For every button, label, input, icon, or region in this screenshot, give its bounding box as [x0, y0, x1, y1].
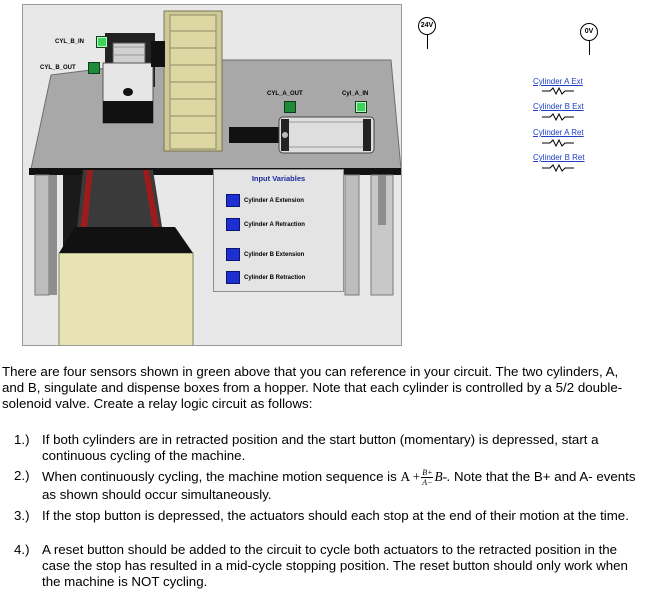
sensor-label-cyl-b-in: CYL_B_IN	[55, 39, 85, 45]
intro-paragraph: There are four sensors shown in green ab…	[2, 364, 623, 411]
coil-symbol-icon	[542, 87, 574, 95]
sequence-b: B-.	[434, 469, 451, 485]
cylinder-a-retraction-button[interactable]	[226, 218, 240, 231]
input-variables-title: Input Variables	[251, 174, 306, 183]
item-text-part: When continuously cycling, the machine m…	[42, 469, 401, 485]
cylinder-b-extension-button[interactable]	[226, 248, 240, 261]
item-text: If the stop button is depressed, the act…	[42, 508, 629, 523]
sequence-fraction: B+A−	[421, 468, 434, 487]
item-text: A reset button should be added to the ci…	[42, 542, 628, 589]
solenoid-cylinder-a-ret[interactable]: Cylinder A Ret	[533, 128, 584, 137]
solenoid-cylinder-b-ext[interactable]: Cylinder B Ext	[533, 102, 584, 111]
sensor-cyl-b-in-indicator	[96, 36, 108, 48]
supply-24v-terminal[interactable]: 24V	[418, 17, 436, 35]
coil-symbol-icon	[542, 139, 574, 147]
item-number: 4.)	[14, 542, 30, 557]
supply-24v-wire	[427, 35, 428, 49]
item-text: When continuously cycling, the machine m…	[42, 468, 646, 503]
sensor-label-cyl-a-out: CYL_A_OUT	[267, 91, 303, 97]
solenoid-cylinder-b-ret[interactable]: Cylinder B Ret	[533, 153, 585, 162]
sensor-label-cyl-a-in: Cyl_A_IN	[342, 91, 369, 97]
cylinder-a-extension-label: Cylinder A Extension	[244, 198, 304, 204]
item-number: 3.)	[14, 508, 30, 523]
sensor-cyl-b-out-indicator	[88, 62, 100, 74]
supply-0v-terminal[interactable]: 0V	[580, 23, 598, 41]
machine-simulation: CYL_B_IN CYL_B_OUT CYL_A_OUT Cyl_A_IN In…	[22, 4, 402, 346]
fraction-bottom: A−	[422, 478, 433, 487]
cylinder-a-extension-button[interactable]	[226, 194, 240, 207]
cylinder-b-retraction-label: Cylinder B Retraction	[244, 275, 306, 281]
sensor-cyl-a-out-indicator	[284, 101, 296, 113]
machine-illustration	[29, 10, 401, 345]
solenoid-cylinder-a-ext[interactable]: Cylinder A Ext	[533, 77, 583, 86]
coil-symbol-icon	[542, 164, 574, 172]
sequence-a: A +	[400, 469, 421, 485]
sensor-cyl-a-in-indicator	[355, 101, 367, 113]
cylinder-b-retraction-button[interactable]	[226, 271, 240, 284]
input-variables-panel: Input Variables Cylinder A Extension Cyl…	[213, 169, 344, 292]
sensor-label-cyl-b-out: CYL_B_OUT	[40, 65, 76, 71]
cylinder-a-retraction-label: Cylinder A Retraction	[244, 222, 305, 228]
supply-0v-wire	[589, 41, 590, 55]
item-text: If both cylinders are in retracted posit…	[42, 432, 599, 463]
item-text-part: Note that the B+ and A- events as shown …	[42, 469, 636, 502]
fraction-top: B+	[421, 468, 434, 478]
item-number: 1.)	[14, 432, 30, 447]
item-number: 2.)	[14, 468, 30, 483]
cylinder-b-extension-label: Cylinder B Extension	[244, 252, 305, 258]
coil-symbol-icon	[542, 113, 574, 121]
